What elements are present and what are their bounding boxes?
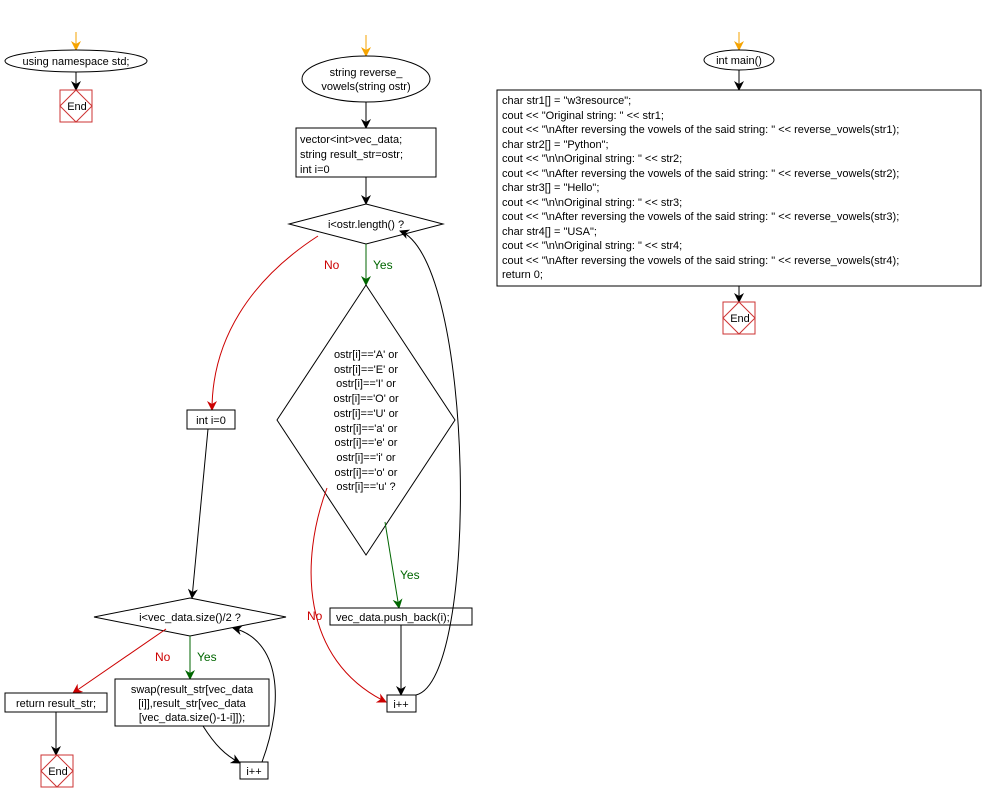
svg-text:cout << "Original string: " <<: cout << "Original string: " << str1; [502,110,664,122]
svg-text:ostr[i]=='e' or: ostr[i]=='e' or [335,437,398,449]
end-label-2: End [48,766,68,778]
no-label-3: No [155,650,171,664]
swap-condition-text: i<vec_data.size()/2 ? [139,612,241,624]
no-connector-1 [207,235,319,411]
main-text: int main() [716,55,762,67]
reset-process [186,409,236,430]
increment2-text: i++ [246,766,261,778]
no-label-2: No [307,609,323,623]
no-label-1: No [324,258,340,272]
svg-text:cout << "\n\nOriginal string:: cout << "\n\nOriginal string: " << str3; [502,197,682,209]
end-label-1: End [67,101,87,113]
end-node-1: End [59,89,93,123]
namespace-text: using namespace std; [22,56,129,68]
init-line1: vector<int>vec_data; [300,134,402,146]
init-line2: string result_str=ostr; [300,149,403,161]
svg-text:cout << "\nAfter reversing the: cout << "\nAfter reversing the vowels of… [502,255,899,267]
init-process [295,127,437,178]
svg-text:ostr[i]=='A' or: ostr[i]=='A' or [334,349,398,361]
svg-text:char str4[] = "USA";: char str4[] = "USA"; [502,226,597,238]
svg-text:cout << "\n\nOriginal string:: cout << "\n\nOriginal string: " << str4; [502,240,682,252]
increment-text: i++ [393,699,408,711]
svg-text:char str3[] = "Hello";: char str3[] = "Hello"; [502,182,599,194]
svg-text:ostr[i]=='o' or: ostr[i]=='o' or [335,467,398,479]
yes-connector-2 [384,521,403,609]
svg-text:char str1[] = "w3resource";: char str1[] = "w3resource"; [502,95,631,107]
no-connector-2 [310,487,387,703]
loop-condition-text: i<ostr.length() ? [328,219,404,231]
flow-main: int main() char str1[] = "w3resource"; c… [496,32,982,335]
swap-line1: swap(result_str[vec_data [131,684,254,696]
svg-text:ostr[i]=='O' or: ostr[i]=='O' or [333,393,399,405]
vowel-condition-text: ostr[i]=='A' or ostr[i]=='E' or ostr[i]=… [333,349,399,493]
function-terminal [301,55,431,103]
svg-text:ostr[i]=='I' or: ostr[i]=='I' or [336,378,396,390]
push-text: vec_data.push_back(i); [336,612,450,624]
end-label-3: End [730,313,750,325]
svg-text:ostr[i]=='u' ?: ostr[i]=='u' ? [336,481,395,493]
return-text: return result_str; [16,698,96,710]
yes-label-2: Yes [400,568,420,582]
svg-text:ostr[i]=='i' or: ostr[i]=='i' or [336,452,396,464]
swap-line2: [i]],result_str[vec_data [138,698,246,710]
svg-text:ostr[i]=='U' or: ostr[i]=='U' or [334,408,399,420]
svg-text:cout << "\nAfter reversing the: cout << "\nAfter reversing the vowels of… [502,124,899,136]
end-node-2: End [40,754,74,788]
function-text-line1: string reverse_ [330,67,404,79]
loop-back-connector-2 [232,625,276,763]
increment-process [386,694,417,713]
yes-label-1: Yes [373,258,393,272]
flow-reverse-vowels: string reverse_ vowels(string ostr) vect… [4,35,473,788]
vowel-decision [276,284,456,556]
function-text-line2: vowels(string ostr) [321,81,410,93]
flow-namespace: using namespace std; End [4,32,148,123]
reset-text: int i=0 [196,415,226,427]
svg-text:ostr[i]=='a' or: ostr[i]=='a' or [335,423,398,435]
svg-text:cout << "\nAfter reversing the: cout << "\nAfter reversing the vowels of… [502,168,899,180]
increment2-process [239,761,269,780]
main-body-process [496,89,982,287]
end-node-3: End [722,301,756,335]
init-line3: int i=0 [300,164,330,176]
svg-text:ostr[i]=='E' or: ostr[i]=='E' or [334,364,398,376]
svg-text:return 0;: return 0; [502,269,543,281]
swap-line3: [vec_data.size()-1-i]]); [139,712,245,724]
svg-text:cout << "\nAfter reversing the: cout << "\nAfter reversing the vowels of… [502,211,899,223]
swap-process [114,678,270,727]
no-connector-3 [72,628,167,694]
loop-back-connector-1 [399,229,461,696]
yes-label-3: Yes [197,650,217,664]
main-body-text: char str1[] = "w3resource"; cout << "Ori… [502,95,899,281]
svg-text:cout << "\n\nOriginal string:: cout << "\n\nOriginal string: " << str2; [502,153,682,165]
svg-text:char str2[] = "Python";: char str2[] = "Python"; [502,139,609,151]
